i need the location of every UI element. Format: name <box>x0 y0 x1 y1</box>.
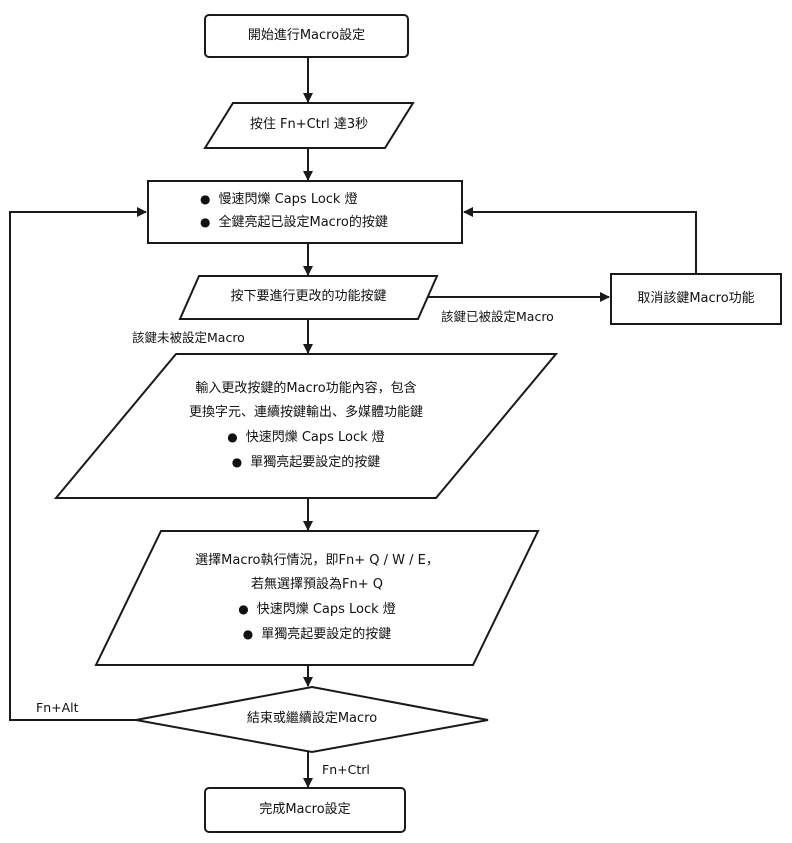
hold-node: 按住 Fn+Ctrl 達3秒 <box>205 103 413 148</box>
select-node-line-1: 選擇Macro執行情況，即Fn+ Q / W / E， <box>195 552 439 568</box>
edge-label-not-set: 該鍵未被設定Macro <box>132 330 245 345</box>
input-node-line-2: 更換字元、連續按鍵輸出、多媒體功能鍵 <box>188 405 423 421</box>
done-node: 完成Macro設定 <box>205 788 405 832</box>
input-node: 輸入更改按鍵的Macro功能內容，包含 更換字元、連續按鍵輸出、多媒體功能鍵 快… <box>56 354 556 498</box>
input-node-bullet-2: 單獨亮起要設定的按鍵 <box>232 451 380 476</box>
start-node: 開始進行Macro設定 <box>205 15 408 57</box>
start-node-shape <box>204 14 409 58</box>
hold-node-shape <box>203 102 415 149</box>
done-node-shape <box>204 787 406 833</box>
press-key-node-label: 按下要進行更改的功能按鍵 <box>230 289 387 305</box>
cancel-node: 取消該鍵Macro功能 <box>611 274 781 324</box>
input-node-line-1: 輸入更改按鍵的Macro功能內容，包含 <box>195 380 417 396</box>
decision-node-label: 結束或繼續設定Macro <box>246 711 378 727</box>
start-node-label: 開始進行Macro設定 <box>247 27 366 43</box>
edge-label-already-set: 該鍵已被設定Macro <box>441 309 554 324</box>
press-key-node: 按下要進行更改的功能按鍵 <box>180 276 437 319</box>
edge-label-fn-ctrl: Fn+Ctrl <box>322 762 370 777</box>
edge-label-fn-alt: Fn+Alt <box>36 700 79 715</box>
select-node-line-2: 若無選擇預設為Fn+ Q <box>251 577 383 593</box>
slow-blink-bullet-1: 慢速閃爍 Caps Lock 燈 <box>200 189 357 212</box>
select-node: 選擇Macro執行情況，即Fn+ Q / W / E， 若無選擇預設為Fn+ Q… <box>96 531 538 665</box>
slow-blink-node: 慢速閃爍 Caps Lock 燈 全鍵亮起已設定Macro的按鍵 <box>148 181 462 243</box>
hold-node-label: 按住 Fn+Ctrl 達3秒 <box>249 117 369 133</box>
select-node-bullet-1: 快速閃爍 Caps Lock 燈 <box>238 598 396 623</box>
select-node-bullet-2: 單獨亮起要設定的按鍵 <box>243 623 391 648</box>
edge-decision-loop-back <box>9 207 147 721</box>
decision-node: 結束或繼續設定Macro <box>136 687 488 752</box>
decision-node-shape <box>135 685 489 754</box>
slow-blink-bullet-2: 全鍵亮起已設定Macro的按鍵 <box>200 212 387 235</box>
cancel-node-label: 取消該鍵Macro功能 <box>637 290 755 306</box>
edge-cancel-loop-back <box>463 207 697 274</box>
input-node-bullet-1: 快速閃爍 Caps Lock 燈 <box>227 426 385 451</box>
done-node-label: 完成Macro設定 <box>259 801 351 817</box>
press-key-node-shape <box>178 275 439 320</box>
